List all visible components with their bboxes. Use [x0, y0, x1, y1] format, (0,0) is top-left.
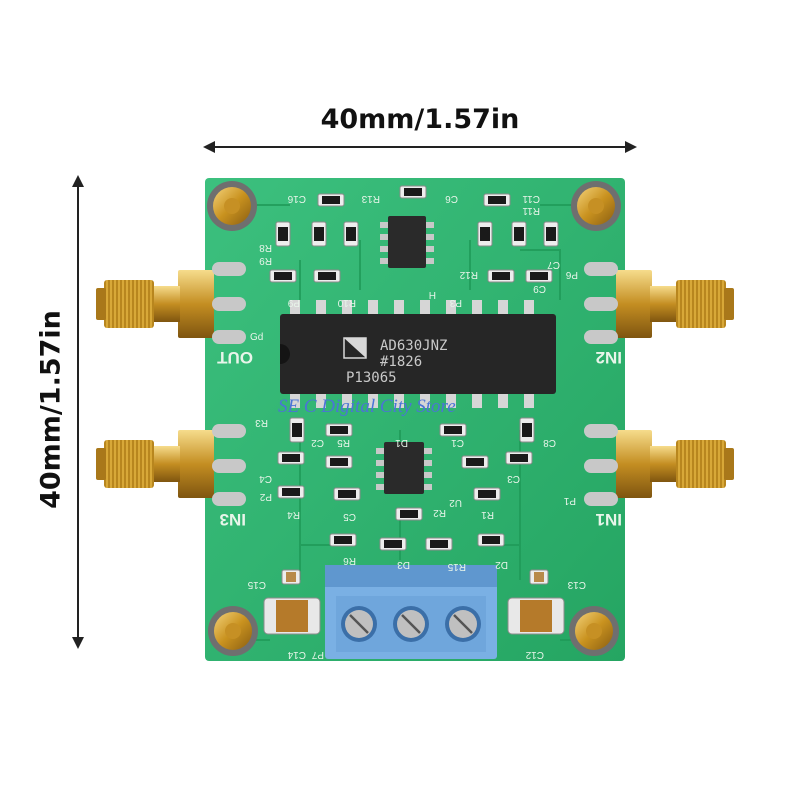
silk-r10: R10 [337, 297, 356, 308]
silk-r15: R15 [447, 561, 466, 572]
silk-r9: R9 [259, 255, 272, 266]
silk-r13: R13 [361, 193, 380, 204]
silk-c14: C14 [287, 649, 306, 660]
silk-r4: R4 [287, 509, 300, 520]
silk-c13: C13 [567, 579, 586, 590]
silk-c3: C3 [507, 473, 520, 484]
pcb-traces [250, 204, 580, 641]
sma-connector-in1 [584, 424, 734, 506]
silk-c7: C7 [547, 259, 560, 270]
silk-r1: R1 [481, 509, 494, 520]
silk-d2: D2 [495, 559, 508, 570]
silk-c8: C8 [543, 437, 556, 448]
silk-d1: D1 [395, 437, 408, 448]
screw-terminal-block [325, 565, 497, 659]
dip20-chip [280, 300, 556, 408]
silk-c6: C6 [445, 193, 458, 204]
silk-r2: R2 [433, 507, 446, 518]
sma-connector-in3 [96, 424, 246, 506]
silk-c9: C9 [533, 283, 546, 294]
store-watermark: SE C Digital City Store [278, 396, 456, 417]
sma-connector-in2 [584, 262, 734, 344]
terminal-screw-2 [393, 606, 429, 642]
analog-devices-logo [344, 338, 366, 358]
chip-lot-code: P13065 [346, 370, 397, 386]
silk-p3: P3 [449, 297, 462, 308]
height-dimension-arrow [72, 175, 84, 649]
silk-c15: C15 [247, 579, 266, 590]
silk-c2: C2 [311, 437, 324, 448]
silk-r5: R5 [337, 437, 350, 448]
silk-p6: P6 [565, 269, 578, 280]
silk-r8: R8 [259, 242, 272, 253]
silk-c12: C12 [525, 649, 544, 660]
silk-r6: R6 [343, 555, 356, 566]
silk-c5: C5 [343, 511, 356, 522]
silk-c4: C4 [259, 473, 272, 484]
silk-c1: C1 [451, 437, 464, 448]
port-label-in1: IN1 [596, 510, 622, 529]
capacitor-c12 [507, 597, 565, 635]
smd-components [269, 185, 559, 585]
mounting-hole-top-right [571, 181, 621, 231]
silk-h: H [429, 289, 436, 300]
silk-p2: P2 [259, 491, 272, 502]
silk-p7: P7 [311, 649, 324, 660]
sma-connector-out [96, 262, 246, 344]
soic-ic-bottom [376, 442, 432, 494]
silk-c16: C16 [287, 193, 306, 204]
silk-p1: P1 [563, 495, 576, 506]
silk-p9: P9 [287, 297, 300, 308]
soic-ic-top [380, 216, 434, 268]
silk-gd: Gd [250, 332, 263, 343]
chip-part-number: AD630JNZ [380, 338, 447, 354]
mounting-hole-bottom-left [208, 606, 258, 656]
port-label-in2: IN2 [596, 348, 622, 367]
silk-u2: U2 [449, 497, 462, 508]
width-dimension-arrow [203, 141, 637, 153]
mounting-hole-bottom-right [569, 606, 619, 656]
mounting-hole-top-left [207, 181, 257, 231]
chip-date-code: #1826 [380, 354, 422, 370]
terminal-screw-1 [341, 606, 377, 642]
silk-r12: R12 [459, 269, 478, 280]
width-dimension-label: 40mm/1.57in [320, 104, 520, 135]
silk-d3: D3 [397, 559, 410, 570]
port-label-in3: IN3 [220, 510, 246, 529]
silk-r11: R11 [522, 205, 540, 216]
port-label-out: OUT [217, 348, 254, 367]
capacitor-c14 [263, 597, 321, 635]
terminal-screw-3 [445, 606, 481, 642]
silk-c11: C11 [522, 193, 540, 204]
silk-r3: R3 [255, 417, 268, 428]
